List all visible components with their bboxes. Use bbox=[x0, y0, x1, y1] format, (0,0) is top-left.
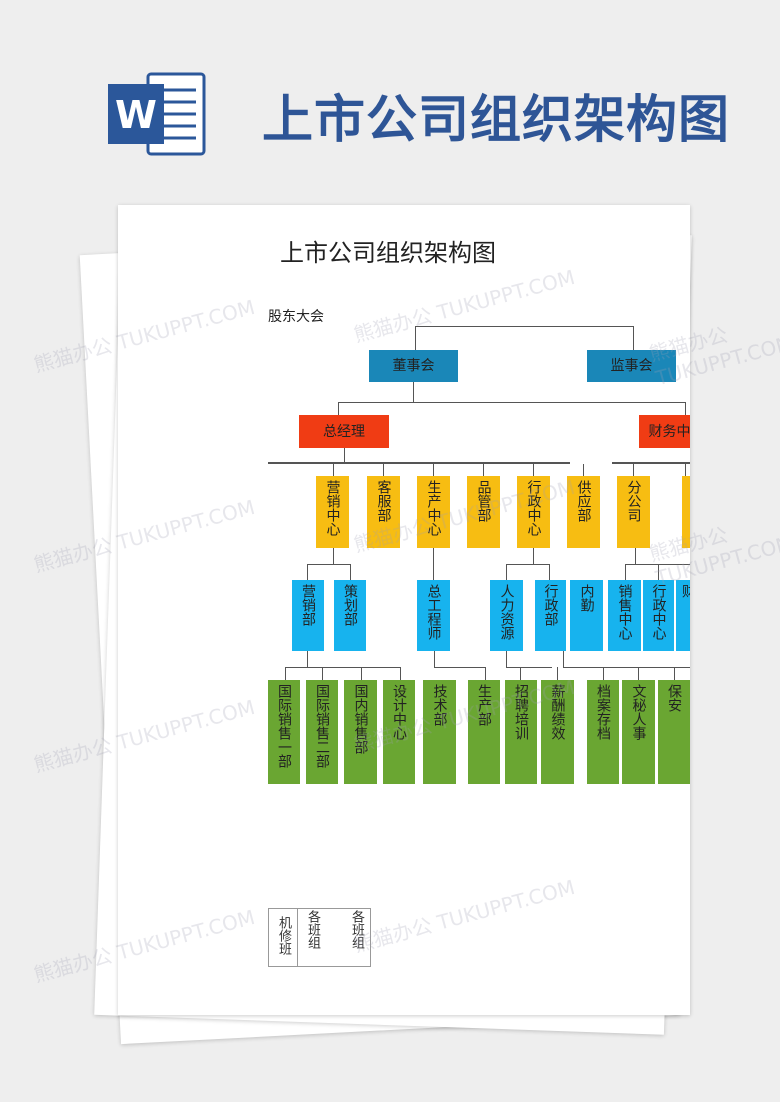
connector-line bbox=[506, 651, 507, 667]
connector-line bbox=[533, 548, 534, 564]
department-box: 总工程师 bbox=[417, 580, 450, 651]
connector-line bbox=[350, 564, 351, 580]
crew-table: 机修班 各班组各班组 bbox=[268, 908, 371, 967]
connector-line bbox=[433, 548, 434, 580]
finance-box: 财务中 bbox=[639, 415, 690, 448]
unit-box: 招聘培训 bbox=[505, 680, 537, 784]
center-box: 行政中心 bbox=[517, 476, 550, 548]
connector-line bbox=[603, 667, 604, 680]
connector-line bbox=[658, 564, 659, 580]
supervisory-box: 监事会 bbox=[587, 350, 676, 382]
connector-line bbox=[485, 667, 486, 680]
connector-line bbox=[633, 326, 634, 350]
department-box: 营销部 bbox=[292, 580, 324, 651]
unit-box: 设计中心 bbox=[383, 680, 415, 784]
connector-line bbox=[685, 402, 686, 415]
connector-line bbox=[415, 326, 416, 350]
center-box: 生产中心 bbox=[417, 476, 450, 548]
center-box: 品管部 bbox=[467, 476, 500, 548]
unit-box: 国际销售一部 bbox=[268, 680, 300, 784]
connector-line bbox=[307, 651, 308, 667]
connector-line bbox=[415, 326, 633, 327]
unit-box: 生产部 bbox=[468, 680, 500, 784]
connector-line bbox=[583, 464, 584, 476]
unit-box: 国内销售部 bbox=[344, 680, 377, 784]
department-box: 策划部 bbox=[334, 580, 366, 651]
document-page: 上市公司组织架构图 股东大会 机修班 各班组各班组 董事会 监事会总经理 财务中营销… bbox=[118, 205, 690, 1015]
unit-box: 国际销售二部 bbox=[306, 680, 338, 784]
unit-box: 技术部 bbox=[423, 680, 456, 784]
connector-line bbox=[520, 667, 521, 680]
board-box: 董事会 bbox=[369, 350, 458, 382]
connector-line bbox=[638, 667, 639, 680]
connector-line bbox=[625, 564, 626, 580]
center-box: 供应部 bbox=[567, 476, 600, 548]
connector-line bbox=[633, 464, 634, 476]
department-box: 销售中心 bbox=[608, 580, 641, 651]
document-title: 上市公司组织架构图 bbox=[280, 239, 496, 267]
word-icon: W bbox=[108, 70, 206, 158]
connector-line bbox=[333, 548, 334, 564]
connector-line bbox=[563, 651, 564, 667]
unit-box: 保安 bbox=[658, 680, 690, 784]
connector-line bbox=[268, 462, 570, 464]
table-cell: 机修班 bbox=[268, 908, 298, 967]
center-box: 营销中心 bbox=[316, 476, 349, 548]
connector-line bbox=[625, 564, 690, 565]
connector-line bbox=[285, 667, 286, 680]
connector-line bbox=[307, 564, 308, 580]
connector-line bbox=[549, 564, 550, 580]
connector-line bbox=[383, 464, 384, 476]
connector-line bbox=[361, 667, 362, 680]
connector-line bbox=[685, 464, 686, 476]
connector-line bbox=[612, 462, 690, 464]
connector-line bbox=[506, 667, 552, 668]
connector-line bbox=[635, 548, 636, 564]
connector-line bbox=[434, 651, 435, 667]
unit-box: 档案存档 bbox=[587, 680, 619, 784]
department-box: 行政中心 bbox=[643, 580, 674, 651]
connector-line bbox=[563, 667, 690, 668]
connector-line bbox=[322, 667, 323, 680]
general-manager-box: 总经理 bbox=[299, 415, 389, 448]
department-box: 人力资源 bbox=[490, 580, 523, 651]
unit-box: 薪酬绩效 bbox=[541, 680, 574, 784]
connector-line bbox=[483, 464, 484, 476]
connector-line bbox=[557, 667, 558, 680]
connector-line bbox=[506, 564, 507, 580]
connector-line bbox=[307, 564, 351, 565]
connector-line bbox=[344, 448, 345, 462]
center-box bbox=[682, 476, 690, 548]
connector-line bbox=[333, 464, 334, 476]
connector-line bbox=[506, 564, 550, 565]
banner-title: 上市公司组织架构图 bbox=[262, 91, 731, 150]
shareholders-label: 股东大会 bbox=[268, 309, 324, 325]
center-box: 分公司 bbox=[617, 476, 650, 548]
connector-line bbox=[338, 402, 685, 403]
department-box: 财 bbox=[676, 580, 690, 651]
connector-line bbox=[434, 667, 485, 668]
unit-box: 文秘人事 bbox=[622, 680, 655, 784]
connector-line bbox=[533, 464, 534, 476]
connector-line bbox=[413, 382, 414, 402]
connector-line bbox=[674, 667, 675, 680]
department-box: 内勤 bbox=[570, 580, 603, 651]
table-cell: 各班组各班组 bbox=[297, 908, 371, 967]
connector-line bbox=[433, 464, 434, 476]
connector-line bbox=[338, 402, 339, 415]
connector-line bbox=[285, 667, 401, 668]
connector-line bbox=[400, 667, 401, 680]
svg-text:W: W bbox=[115, 93, 157, 137]
center-box: 客服部 bbox=[367, 476, 400, 548]
department-box: 行政部 bbox=[535, 580, 566, 651]
